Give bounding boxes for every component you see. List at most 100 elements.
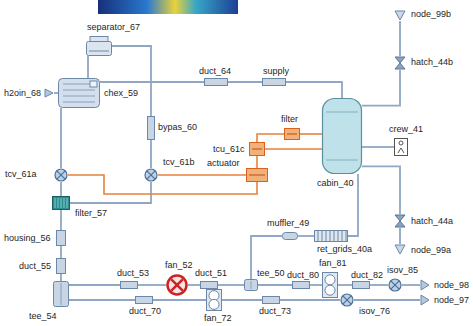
icon-part xyxy=(61,198,62,208)
icon-part xyxy=(330,231,331,241)
muffler-symbol: muffler_49 xyxy=(282,232,298,240)
icon-outline xyxy=(284,128,300,140)
icon-outline xyxy=(200,281,218,289)
component-label: crew_41 xyxy=(388,124,424,134)
component-label: tee_50 xyxy=(256,268,286,278)
icon-outline xyxy=(120,281,138,289)
icon-part xyxy=(395,215,405,227)
icon-part xyxy=(315,231,348,242)
valve-symbol: tcv_61a xyxy=(54,168,68,182)
duct-line xyxy=(362,166,400,214)
icon-part xyxy=(57,171,65,179)
component-label: node_98 xyxy=(433,280,470,290)
crew-symbol: crew_41 xyxy=(394,138,408,156)
component-label: housing_56 xyxy=(3,233,52,243)
icon-part xyxy=(395,245,405,254)
icon-outline xyxy=(144,168,158,182)
icon-part xyxy=(207,290,222,311)
component-label: tcv_61a xyxy=(4,169,38,179)
icon-part xyxy=(90,37,108,42)
duct-line xyxy=(54,92,58,94)
icon-outline xyxy=(86,36,112,56)
icon-outline xyxy=(204,78,228,86)
component-label: duct_82 xyxy=(350,270,384,280)
icon-part xyxy=(318,231,319,241)
icon-part xyxy=(263,297,280,304)
icon-outline xyxy=(244,279,258,291)
icon-part xyxy=(121,282,138,289)
duct-line xyxy=(138,284,166,286)
component-label: tcv_61b xyxy=(162,157,196,167)
icon-part xyxy=(63,96,95,97)
icon-outline xyxy=(420,294,430,306)
icon-part xyxy=(338,231,339,241)
duct-line xyxy=(87,56,89,78)
duct-line xyxy=(286,82,342,98)
icon-part xyxy=(287,134,297,135)
icon-part xyxy=(57,259,66,274)
component-label: h2oin_68 xyxy=(3,88,42,98)
component-label: hatch_44b xyxy=(410,57,454,67)
icon-part xyxy=(57,231,66,246)
component-label: node_99b xyxy=(410,9,452,19)
icon-outline xyxy=(52,196,70,210)
duct-line xyxy=(100,81,204,83)
duct-symbol: housing_56 xyxy=(56,230,66,246)
component-label: tee_54 xyxy=(28,311,58,321)
fan-symbol: fan_81 xyxy=(322,272,338,298)
icon-part xyxy=(323,273,338,298)
icon-outline xyxy=(394,56,406,70)
thumbnail-image xyxy=(98,0,238,14)
icon-part xyxy=(421,280,429,290)
icon-part xyxy=(55,198,56,208)
failed-fan-symbol: fan_52 xyxy=(166,274,188,296)
component-label: isov_85 xyxy=(386,265,419,275)
fan-symbol: fan_72 xyxy=(206,289,222,311)
icon-part xyxy=(63,90,95,91)
icon-part xyxy=(250,143,265,156)
icon-part xyxy=(398,148,404,153)
icon-outline xyxy=(262,296,280,304)
duct-line xyxy=(69,299,135,301)
component-label: fan_81 xyxy=(318,258,348,268)
icon-outline xyxy=(322,98,362,174)
icon-part xyxy=(87,42,112,56)
icon-outline xyxy=(147,116,155,140)
signal-line xyxy=(257,134,284,142)
component-label: duct_70 xyxy=(128,306,162,316)
component-label: separator_67 xyxy=(86,22,141,32)
icon-part xyxy=(205,79,228,86)
icon-part xyxy=(391,281,399,289)
boundary-node: node_99b xyxy=(394,10,406,21)
icon-outline xyxy=(340,293,354,307)
component-label: duct_55 xyxy=(18,261,52,271)
duct-line xyxy=(399,21,401,56)
icon-part xyxy=(53,197,70,210)
duct-line xyxy=(370,284,388,286)
valve-symbol: isov_76 xyxy=(340,293,354,307)
signal-line xyxy=(300,133,322,135)
icon-part xyxy=(67,198,68,208)
duct-symbol: duct_80 xyxy=(292,281,310,289)
component-label: filter xyxy=(280,114,299,124)
component-label: node_99a xyxy=(410,245,452,255)
icon-part xyxy=(342,231,343,241)
icon-part xyxy=(326,160,358,161)
component-label: muffler_49 xyxy=(266,218,310,228)
duct-line xyxy=(280,299,340,301)
icon-part xyxy=(395,139,408,156)
duct-symbol: duct_51 xyxy=(200,281,218,289)
icon-outline xyxy=(166,274,188,296)
component-label: fan_52 xyxy=(164,260,194,270)
duct-line xyxy=(188,284,200,286)
icon-outline xyxy=(352,281,370,289)
duct-symbol: duct_70 xyxy=(135,296,153,304)
component-label: hatch_44a xyxy=(410,216,454,226)
icon-outline xyxy=(394,244,406,255)
icon-part xyxy=(209,299,219,309)
icon-outline xyxy=(246,168,268,182)
component-label: duct_64 xyxy=(198,66,232,76)
duct-line xyxy=(69,284,120,286)
icon-part xyxy=(283,233,298,240)
icon-part xyxy=(58,198,59,208)
